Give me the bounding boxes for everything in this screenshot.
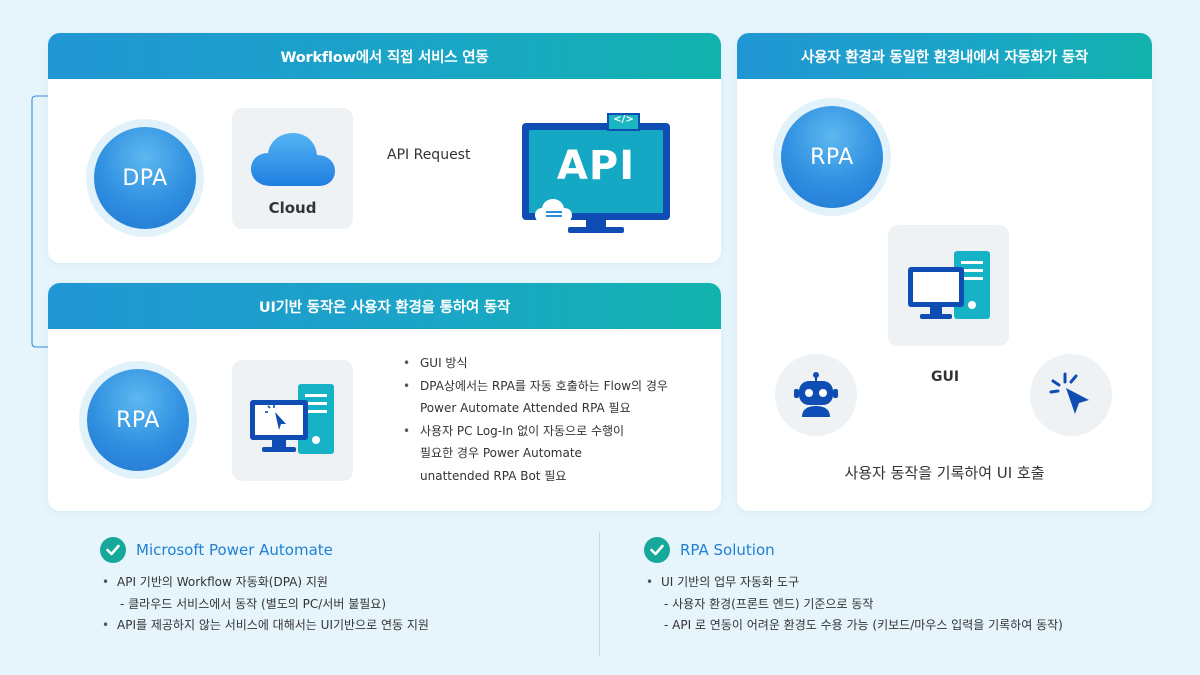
footer-left-title: Microsoft Power Automate xyxy=(100,537,333,563)
footer-left-item: API 기반의 Workflow 자동화(DPA) 지원 xyxy=(100,572,429,594)
ui-bullet-item: GUI 방식 xyxy=(398,352,668,375)
panel-api-title: Workflow에서 직접 서비스 연동 xyxy=(48,33,721,79)
footer-right-title-text: RPA Solution xyxy=(680,541,775,559)
pc-server-icon xyxy=(250,384,334,454)
footer-right-item: UI 기반의 업무 자동화 도구 xyxy=(644,572,1063,594)
footer-left-item: API를 제공하지 않는 서비스에 대해서는 UI기반으로 연동 지원 xyxy=(100,615,429,637)
footer-left-list: API 기반의 Workflow 자동화(DPA) 지원 - 클라우드 서비스에… xyxy=(100,572,429,637)
panel-ui-title: UI기반 동작은 사용자 환경을 통하여 동작 xyxy=(48,283,721,329)
right-caption: 사용자 동작을 기록하여 UI 호출 xyxy=(844,464,1045,482)
check-icon xyxy=(100,537,126,563)
cloud-icon xyxy=(251,133,335,186)
pc-tile-right xyxy=(888,225,1009,346)
ui-bullet-list: GUI 방식 DPA상에서는 RPA를 자동 호출하는 Flow의 경우 Pow… xyxy=(398,352,668,487)
rpa-circle-right: RPA xyxy=(781,106,883,208)
panel-right-title: 사용자 환경과 동일한 환경내에서 자동화가 동작 xyxy=(737,33,1152,79)
dpa-circle-label: DPA xyxy=(122,165,168,191)
footer-divider xyxy=(599,532,600,656)
ui-bullet-line: DPA상에서는 RPA를 자동 호출하는 Flow의 경우 xyxy=(420,378,668,393)
gui-label: GUI xyxy=(931,369,960,385)
ui-bullet-line: 필요한 경우 Power Automate xyxy=(420,446,582,460)
footer-right-subitem: - API 로 연동이 어려운 환경도 수용 가능 (키보드/마우스 입력을 기… xyxy=(664,618,1063,632)
monitor-api-icon: API </> xyxy=(520,113,672,235)
ui-bullet-line: unattended RPA Bot 필요 xyxy=(420,468,567,483)
footer-right-title: RPA Solution xyxy=(644,537,775,563)
footer-left-subitem: - 클라우드 서비스에서 동작 (별도의 PC/서버 불필요) xyxy=(120,596,386,611)
ui-bullet-item: DPA상에서는 RPA를 자동 호출하는 Flow의 경우 Power Auto… xyxy=(398,375,668,420)
pc-tile-left xyxy=(232,360,353,481)
ui-bullet-item: 사용자 PC Log-In 없이 자동으로 수행이 필요한 경우 Power A… xyxy=(398,420,668,488)
api-request-label: API Request xyxy=(387,147,471,163)
pc-server-icon xyxy=(908,251,990,319)
footer-right-subitem: - 사용자 환경(프론트 엔드) 기준으로 동작 xyxy=(664,596,874,611)
ui-bullet-line: 사용자 PC Log-In 없이 자동으로 수행이 xyxy=(420,423,625,438)
cloud-label: Cloud xyxy=(268,199,317,217)
rpa-circle-right-label: RPA xyxy=(810,144,854,170)
footer-left-title-text: Microsoft Power Automate xyxy=(136,541,333,559)
ui-bullet-line: GUI 방식 xyxy=(420,356,468,370)
code-tag-label: </> xyxy=(613,114,634,125)
robot-icon xyxy=(794,372,838,417)
check-icon xyxy=(644,537,670,563)
rpa-circle-left-label: RPA xyxy=(116,407,160,433)
cursor-click-icon xyxy=(1049,372,1089,414)
footer-right-list: UI 기반의 업무 자동화 도구 - 사용자 환경(프론트 엔드) 기준으로 동… xyxy=(644,572,1063,637)
dpa-circle: DPA xyxy=(94,127,196,229)
cloud-tile: Cloud xyxy=(232,108,353,229)
ui-bullet-line: Power Automate Attended RPA 필요 xyxy=(420,401,631,415)
robot-circle xyxy=(775,354,857,436)
rpa-circle-left: RPA xyxy=(87,369,189,471)
cursor-circle xyxy=(1030,354,1112,436)
panel-api-workflow: Workflow에서 직접 서비스 연동 xyxy=(48,33,721,263)
monitor-api-label: API xyxy=(556,143,636,189)
